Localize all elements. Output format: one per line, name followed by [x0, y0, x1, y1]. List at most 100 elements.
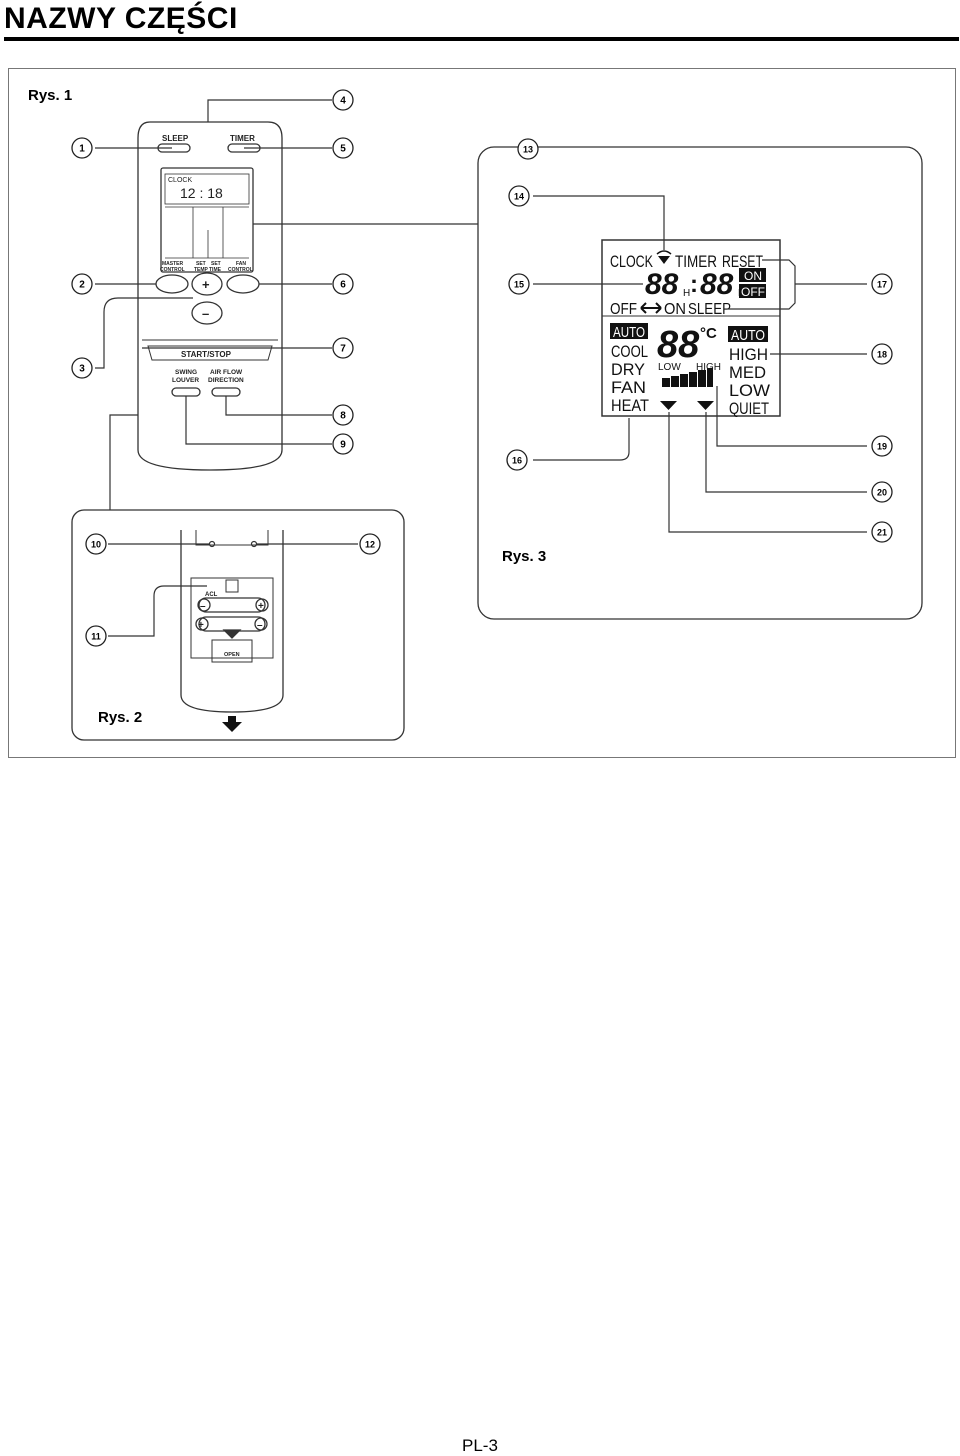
callout-circle-20 — [871, 481, 893, 503]
lcd-off-box — [739, 284, 766, 298]
indicator-left-icon — [660, 401, 677, 410]
callout-circle-7 — [332, 337, 354, 359]
fan-auto: AUTO — [731, 327, 765, 344]
battery-plus-icon-2: + — [198, 620, 204, 631]
callout-circle-8 — [332, 404, 354, 426]
set-time-label-1: SET — [211, 261, 221, 267]
airflow-label-2: DIRECTION — [208, 377, 244, 384]
callout-circle-11 — [85, 625, 107, 647]
lcd-reset: RESET — [722, 252, 763, 271]
callout-circle-12 — [359, 533, 381, 555]
callout-circle-19 — [871, 435, 893, 457]
rys3-leader-lines — [533, 195, 867, 533]
callout-number-15: 15 — [514, 280, 524, 290]
lcd-high: HIGH — [696, 362, 721, 373]
title-rule — [4, 37, 959, 41]
callout-number-4: 4 — [340, 96, 346, 107]
callout-number-7: 7 — [340, 344, 346, 355]
remote-back — [180, 530, 284, 713]
master-label-2: CONTROL — [160, 267, 185, 273]
rys1-leader-lines — [95, 99, 478, 510]
callout-number-13: 13 — [523, 145, 533, 155]
master-label-1: MASTER — [162, 261, 184, 267]
lcd-sleep: SLEEP — [688, 301, 731, 318]
rys2-frame — [71, 509, 405, 741]
page-number: PL-3 — [462, 1436, 498, 1455]
lcd-off-label: OFF — [610, 301, 637, 318]
remote-labels: SLEEP TIMER CLOCK 12 : 18 MASTER CONTROL… — [160, 134, 255, 384]
lcd-clock: CLOCK — [610, 252, 653, 271]
callout-circle-16 — [506, 449, 528, 471]
callout-circle-4 — [332, 89, 354, 111]
lcd-frame — [601, 239, 781, 417]
signal-wave-icon — [656, 250, 672, 255]
callout-circle-21 — [871, 521, 893, 543]
rys3-label: Rys. 3 — [502, 548, 546, 565]
rys1-label: Rys. 1 — [28, 87, 72, 104]
set-temp-label-1: SET — [196, 261, 206, 267]
lcd-colon: : — [690, 271, 698, 298]
airflow-label-1: AIR FLOW — [210, 369, 243, 376]
remote-time: 12 : 18 — [180, 185, 223, 201]
callout-number-10: 10 — [91, 540, 101, 550]
fan-auto-box — [728, 326, 768, 342]
lcd-hour-digits: 88 — [645, 268, 679, 301]
minus-icon: – — [202, 306, 209, 321]
mode-auto: AUTO — [613, 324, 645, 341]
rys2-leader-lines — [108, 540, 358, 637]
acl-label: ACL — [205, 592, 218, 598]
fan-quiet: QUIET — [729, 399, 769, 418]
battery-plus-icon: + — [258, 601, 264, 612]
callout-circle-10 — [85, 533, 107, 555]
callout-number-21: 21 — [877, 528, 887, 538]
mode-dry: DRY — [611, 360, 645, 379]
fan-med: MED — [729, 363, 766, 382]
callout-number-9: 9 — [340, 440, 346, 451]
lcd-h: H — [683, 288, 690, 299]
callout-number-20: 20 — [877, 488, 887, 498]
lcd-deg-c: °C — [700, 325, 717, 342]
callout-number-5: 5 — [340, 144, 346, 155]
callout-number-19: 19 — [877, 442, 887, 452]
callout-number-14: 14 — [514, 192, 524, 202]
callout-number-2: 2 — [79, 280, 85, 291]
lcd-on: ON — [744, 269, 762, 283]
callout-circle-5 — [332, 137, 354, 159]
callout-number-6: 6 — [340, 280, 346, 291]
rys3-frame — [477, 146, 923, 620]
plus-icon: + — [202, 277, 210, 292]
start-stop-label: START/STOP — [181, 350, 232, 359]
callout-number-18: 18 — [877, 350, 887, 360]
figure-frame — [8, 68, 956, 758]
fan-level-bars — [662, 368, 713, 387]
back-labels: – + + – ACL OPEN — [198, 592, 264, 658]
open-label: OPEN — [224, 652, 240, 658]
callout-circle-15 — [508, 273, 530, 295]
page-title: NAZWY CZĘŚCI — [4, 2, 238, 35]
lcd-temp-digits: 88 — [657, 324, 700, 366]
slide-down-arrow-icon — [222, 716, 242, 732]
callout-circle-9 — [332, 433, 354, 455]
callout-circle-3 — [71, 357, 93, 379]
callout-circle-17 — [871, 273, 893, 295]
callout-number-17: 17 — [877, 280, 887, 290]
callout-number-1: 1 — [79, 144, 85, 155]
lcd-low: LOW — [658, 362, 681, 373]
fan-low: LOW — [729, 381, 770, 400]
swing-label-2: LOUVER — [172, 377, 199, 384]
callout-number-16: 16 — [512, 456, 522, 466]
mode-cool: COOL — [611, 342, 648, 361]
callout-circle-14 — [508, 185, 530, 207]
battery-minus-icon-2: – — [257, 620, 263, 631]
callout-number-8: 8 — [340, 411, 346, 422]
callout-circle-18 — [871, 343, 893, 365]
callout-circle-6 — [332, 273, 354, 295]
callout-circle-2 — [71, 273, 93, 295]
signal-icon — [658, 256, 670, 264]
callout-number-11: 11 — [91, 632, 101, 642]
swing-label-1: SWING — [175, 369, 197, 376]
sleep-label: SLEEP — [162, 134, 189, 143]
fan-control-label-2: CONTROL — [228, 267, 253, 273]
fan-control-label-1: FAN — [236, 261, 246, 267]
